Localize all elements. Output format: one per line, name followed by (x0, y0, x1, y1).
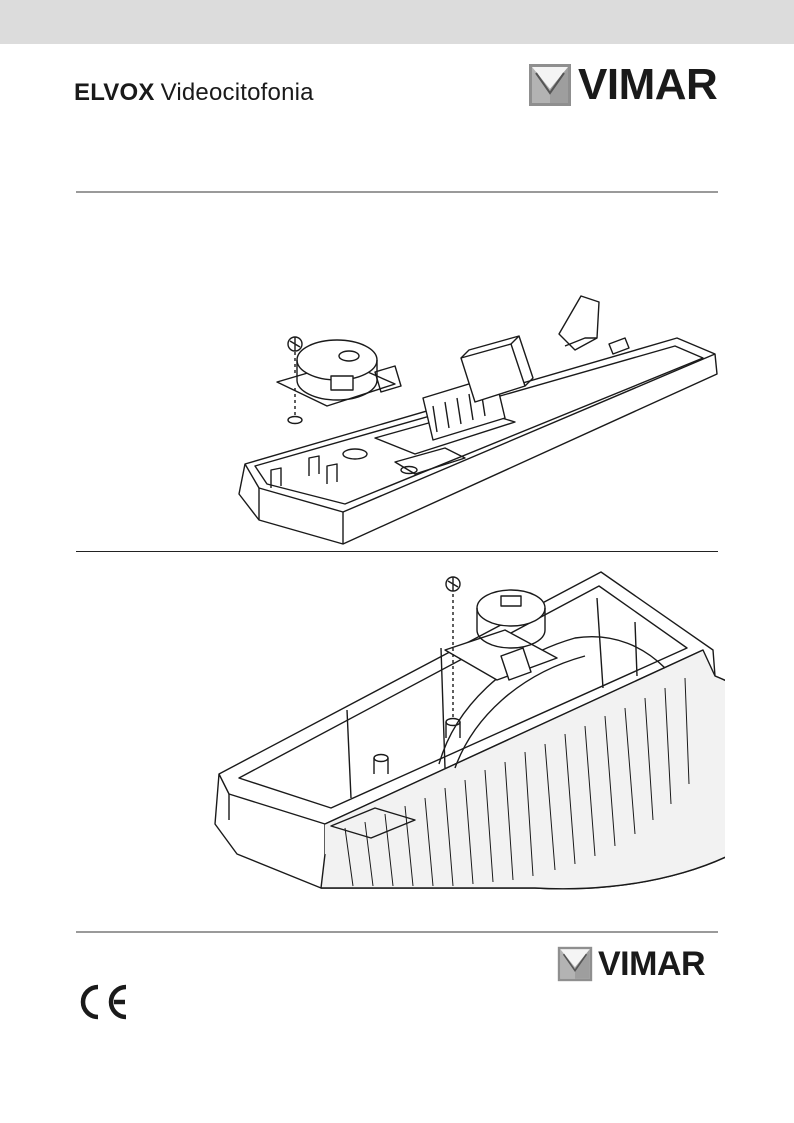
vimar-logo-top: VIMAR (528, 62, 717, 108)
brand-name-elvox: ELVOX (74, 79, 155, 106)
vimar-wordmark-footer: VIMAR (598, 945, 705, 983)
ce-mark-icon (74, 983, 132, 1021)
housing-cover-assembly-drawing (205, 568, 725, 908)
brand-subtitle: Videocitofonia (161, 79, 314, 106)
base-plate-assembly-drawing (225, 288, 725, 546)
vimar-wordmark: VIMAR (578, 62, 717, 108)
vimar-square-v-icon (528, 63, 572, 107)
vimar-logo-bottom: VIMAR (557, 945, 705, 983)
divider-top (76, 191, 718, 193)
vimar-square-v-icon (557, 946, 593, 982)
divider-middle (76, 551, 718, 552)
divider-bottom (76, 931, 718, 933)
top-gray-band (0, 0, 794, 44)
